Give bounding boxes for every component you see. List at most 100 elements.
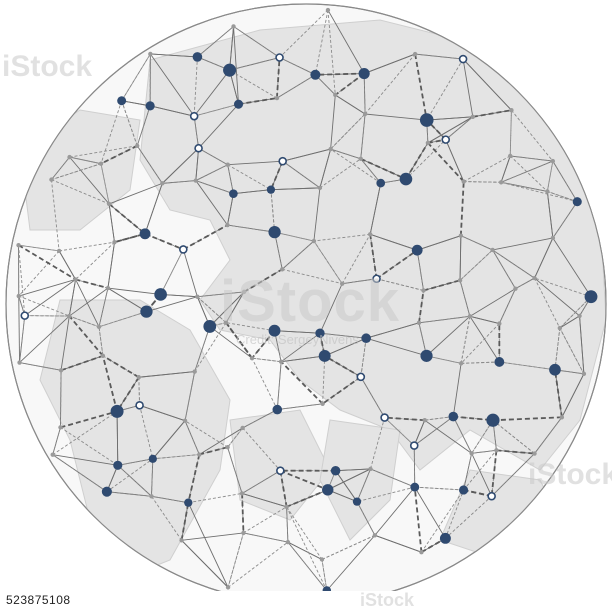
network-link: [274, 231, 314, 242]
network-link: [319, 148, 332, 189]
network-link: [279, 470, 288, 507]
network-link: [52, 454, 108, 493]
network-link: [460, 323, 500, 364]
network-link: [107, 242, 115, 289]
network-link: [60, 370, 62, 428]
network-link: [182, 249, 198, 297]
network-link: [462, 58, 512, 111]
network-link: [463, 453, 473, 491]
node-dark: [148, 454, 157, 463]
network-link: [209, 291, 245, 327]
network-link: [108, 182, 163, 205]
network-link: [227, 447, 243, 494]
node-dark: [410, 482, 420, 492]
network-link: [195, 148, 200, 181]
node-small: [513, 286, 518, 291]
network-link: [463, 489, 492, 498]
network-link: [445, 116, 474, 140]
network-link: [18, 295, 70, 317]
node-small: [362, 111, 368, 117]
network-link: [146, 296, 198, 313]
network-link: [492, 416, 562, 422]
network-link: [384, 416, 425, 422]
network-link: [151, 458, 154, 497]
node-small: [241, 530, 246, 536]
network-link: [276, 361, 282, 410]
network-link: [100, 163, 110, 205]
node-small: [58, 425, 63, 430]
network-link: [417, 235, 461, 251]
network-link: [225, 322, 253, 359]
node-ring: [372, 274, 381, 284]
footer-watermark: iStock: [360, 590, 415, 610]
network-link: [534, 277, 561, 329]
network-link: [280, 332, 321, 363]
network-link: [121, 100, 138, 146]
node-dark: [192, 52, 203, 62]
node-small: [195, 294, 200, 299]
network-link: [369, 183, 382, 235]
network-link: [501, 181, 548, 192]
watermark-credit: Credit: SergeyNivens: [236, 332, 359, 347]
node-small: [278, 359, 284, 364]
node-small: [490, 247, 495, 253]
node-small: [96, 324, 102, 330]
network-link: [180, 502, 190, 541]
node-small: [112, 239, 117, 245]
network-link: [286, 506, 289, 543]
network-link: [427, 116, 474, 144]
node-dark: [494, 357, 505, 367]
node-dark: [117, 96, 127, 106]
network-link: [534, 417, 563, 454]
node-small: [508, 153, 513, 159]
node-dark: [411, 244, 423, 256]
node-small: [249, 355, 255, 361]
network-link: [561, 373, 585, 418]
node-small: [419, 550, 424, 555]
network-link: [151, 495, 189, 504]
node-small: [231, 24, 236, 29]
network-link: [360, 113, 366, 159]
network-link: [152, 420, 186, 460]
node-small: [457, 278, 463, 283]
node-dark: [229, 189, 238, 198]
network-link: [242, 409, 278, 429]
network-link: [496, 449, 535, 455]
network-link: [334, 72, 365, 96]
network-link: [426, 58, 464, 121]
network-link: [270, 187, 320, 191]
node-small: [368, 466, 373, 472]
continent-shapes: [19, 19, 606, 581]
network-link: [182, 224, 228, 251]
network-link: [552, 201, 578, 239]
network-link: [19, 315, 26, 363]
node-small: [225, 585, 231, 590]
network-link: [193, 69, 230, 117]
node-small: [240, 425, 245, 431]
network-link: [330, 113, 366, 150]
node-small: [372, 533, 378, 538]
network-link: [282, 148, 331, 162]
network-link: [100, 100, 123, 164]
network-link: [463, 489, 492, 498]
node-dark: [268, 225, 281, 239]
network-link: [184, 420, 200, 455]
network-link: [69, 145, 138, 158]
network-link: [469, 315, 500, 324]
network-link: [510, 155, 553, 162]
node-small: [16, 293, 21, 299]
network-link: [116, 411, 119, 466]
network-link: [233, 26, 239, 105]
node-dark: [399, 172, 413, 186]
node-small: [136, 375, 142, 380]
network-link: [416, 250, 424, 291]
network-link: [60, 410, 118, 429]
network-link: [75, 241, 115, 280]
node-small: [58, 368, 64, 373]
network-link: [356, 501, 376, 536]
network-link: [491, 450, 497, 497]
network-link: [499, 361, 556, 371]
node-small: [467, 314, 473, 319]
network-link: [277, 403, 323, 411]
